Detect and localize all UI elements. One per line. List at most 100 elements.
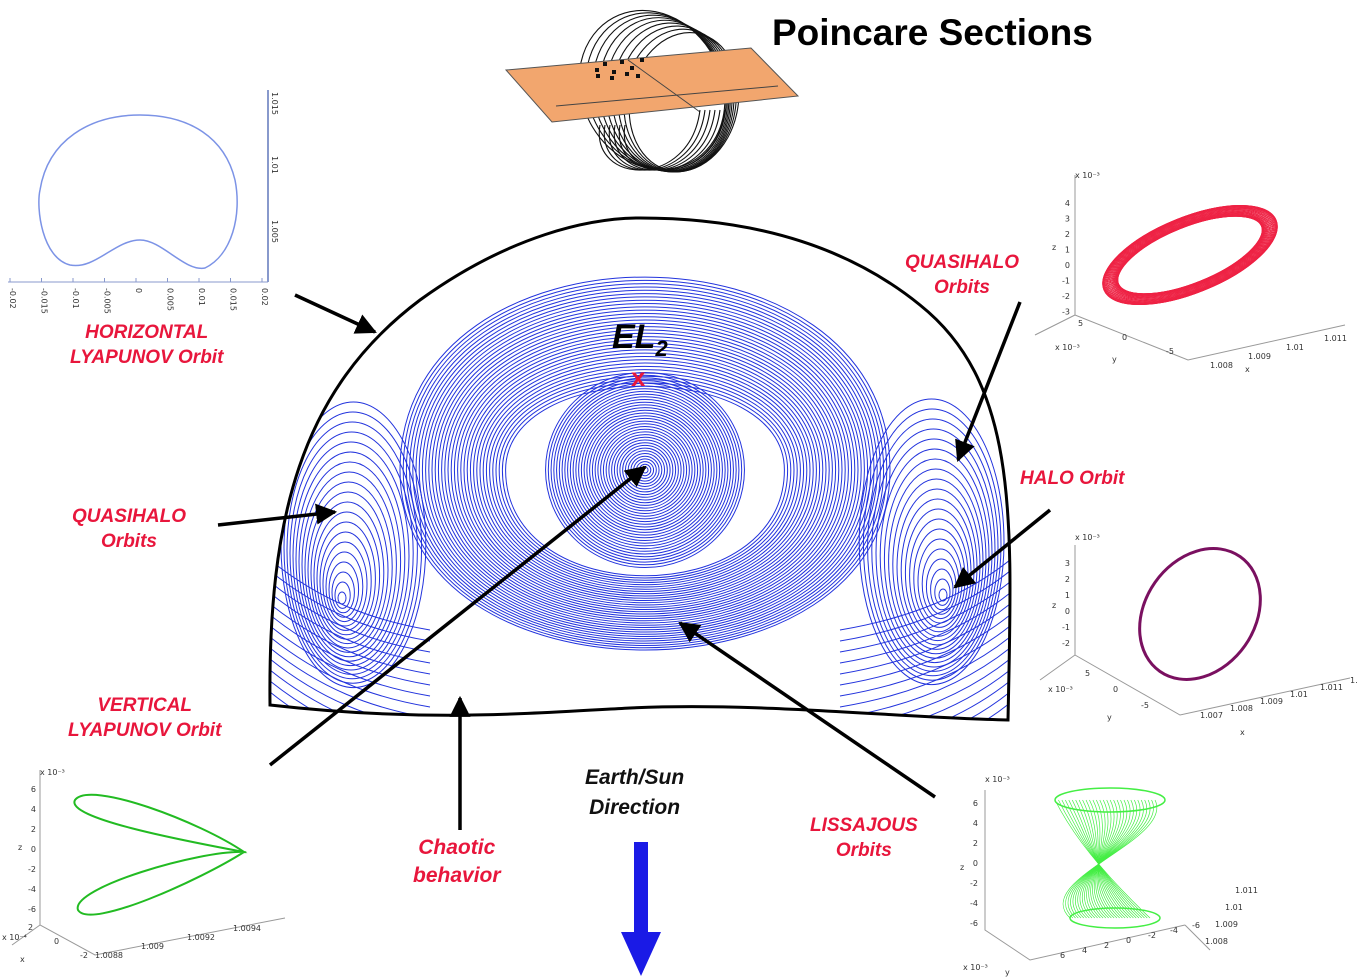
contour-line [839, 603, 1011, 675]
contour-line [862, 408, 1002, 681]
contour-line [597, 423, 693, 517]
tick-label: 0.02 [260, 288, 269, 306]
contour-line [839, 625, 1011, 697]
contour-line [418, 296, 872, 637]
crossing-point [630, 66, 634, 70]
lissajous-orbit-trace [1069, 907, 1161, 929]
contour-line [561, 388, 729, 552]
contour-line [558, 385, 732, 555]
tick-label: 4 [1065, 199, 1070, 208]
contour-line [269, 625, 431, 697]
crossing-point [640, 58, 644, 62]
tick-label: 0 [1065, 261, 1070, 270]
tick-label: 4 [31, 805, 36, 814]
tick-label: -2 [1062, 292, 1070, 301]
contour-line [619, 444, 671, 496]
diagram-title: Poincare Sections [772, 12, 1093, 53]
tick-label: 0.005 [166, 288, 175, 311]
tick-label: -2 [970, 879, 978, 888]
tick-label: 1.01 [1286, 343, 1304, 352]
contour-line [501, 382, 789, 579]
tick-label: y [1005, 968, 1010, 977]
crossing-point [636, 74, 640, 78]
arrow-vertical-lyapunov [268, 465, 647, 767]
contour-line [337, 591, 347, 605]
contour-line [839, 658, 1011, 720]
tick-label: 0 [31, 845, 36, 854]
tick-label: 1.007 [1200, 711, 1223, 720]
tick-label: 0.015 [229, 288, 238, 311]
lissajous-orbit-trace [1071, 799, 1137, 919]
tick-label: -2 [28, 865, 36, 874]
contour-line [492, 372, 798, 586]
contour-line [602, 428, 688, 512]
contour-line [578, 404, 712, 536]
tick-label: x 10⁻³ [1048, 685, 1073, 694]
tick-label: 3 [1065, 215, 1070, 224]
lissajous-orbit-trace [1096, 799, 1118, 919]
contour-line [567, 393, 723, 547]
lissajous-orbit-trace [1092, 799, 1120, 919]
contour-line [591, 417, 699, 523]
contour-line [930, 568, 954, 611]
contour-line [580, 407, 710, 533]
contour-line [572, 399, 718, 541]
crossing-point [610, 76, 614, 80]
contour-line [938, 588, 948, 602]
lissajous-orbit-trace [1065, 799, 1154, 919]
tick-label: 1 [1065, 591, 1070, 600]
contour-line [444, 323, 846, 619]
contour-line [482, 362, 808, 592]
contour-line [839, 680, 1011, 720]
tick-label: -0.015 [40, 288, 49, 314]
tick-label: 1.009 [1215, 920, 1238, 929]
tick-label: x 10⁻⁴ [2, 933, 27, 942]
tick-label: 4 [1082, 946, 1087, 955]
contour-line [304, 481, 393, 653]
tick-label: 1.008 [1210, 361, 1233, 370]
contour-line [498, 379, 792, 581]
contour-line [457, 336, 833, 610]
tick-label: 0 [973, 859, 978, 868]
contour-line [858, 398, 1005, 686]
contour-line [495, 375, 795, 583]
lissajous-orbit-trace [1062, 799, 1158, 919]
tick-label: -5 [1141, 701, 1149, 710]
tick-label: x 10⁻³ [1075, 533, 1100, 542]
lissajous-orbit-trace [1089, 799, 1123, 919]
tick-label: -4 [1170, 926, 1178, 935]
contour-line [269, 570, 431, 642]
contour-line [608, 434, 682, 506]
tick-label: 2 [1065, 575, 1070, 584]
arrow-horizontal-lyapunov [294, 293, 377, 334]
tick-label: 0 [134, 288, 143, 293]
tick-label: -2 [1062, 639, 1070, 648]
contour-line [839, 592, 1011, 664]
contour-line [600, 426, 690, 514]
contour-line [547, 374, 743, 566]
contour-line [611, 436, 679, 504]
contour-line [594, 420, 696, 520]
contour-line [575, 401, 715, 539]
lissajous-orbit-trace [1068, 799, 1140, 919]
tick-label: 6 [1060, 951, 1065, 960]
plane-axis-line [627, 59, 701, 113]
zero-velocity-boundary [268, 216, 1012, 722]
arrow-quasihalo-right [955, 301, 1022, 462]
tick-label: z [1052, 601, 1056, 610]
plane-crossing-points [595, 58, 644, 80]
lissajous-orbit-trace [1054, 787, 1166, 813]
contour-line [839, 614, 1011, 686]
contour-line [489, 369, 801, 588]
tick-label: 0 [1065, 607, 1070, 616]
tick-label: 1.009 [1260, 697, 1283, 706]
contour-line [310, 501, 385, 645]
contour-line [415, 293, 875, 640]
